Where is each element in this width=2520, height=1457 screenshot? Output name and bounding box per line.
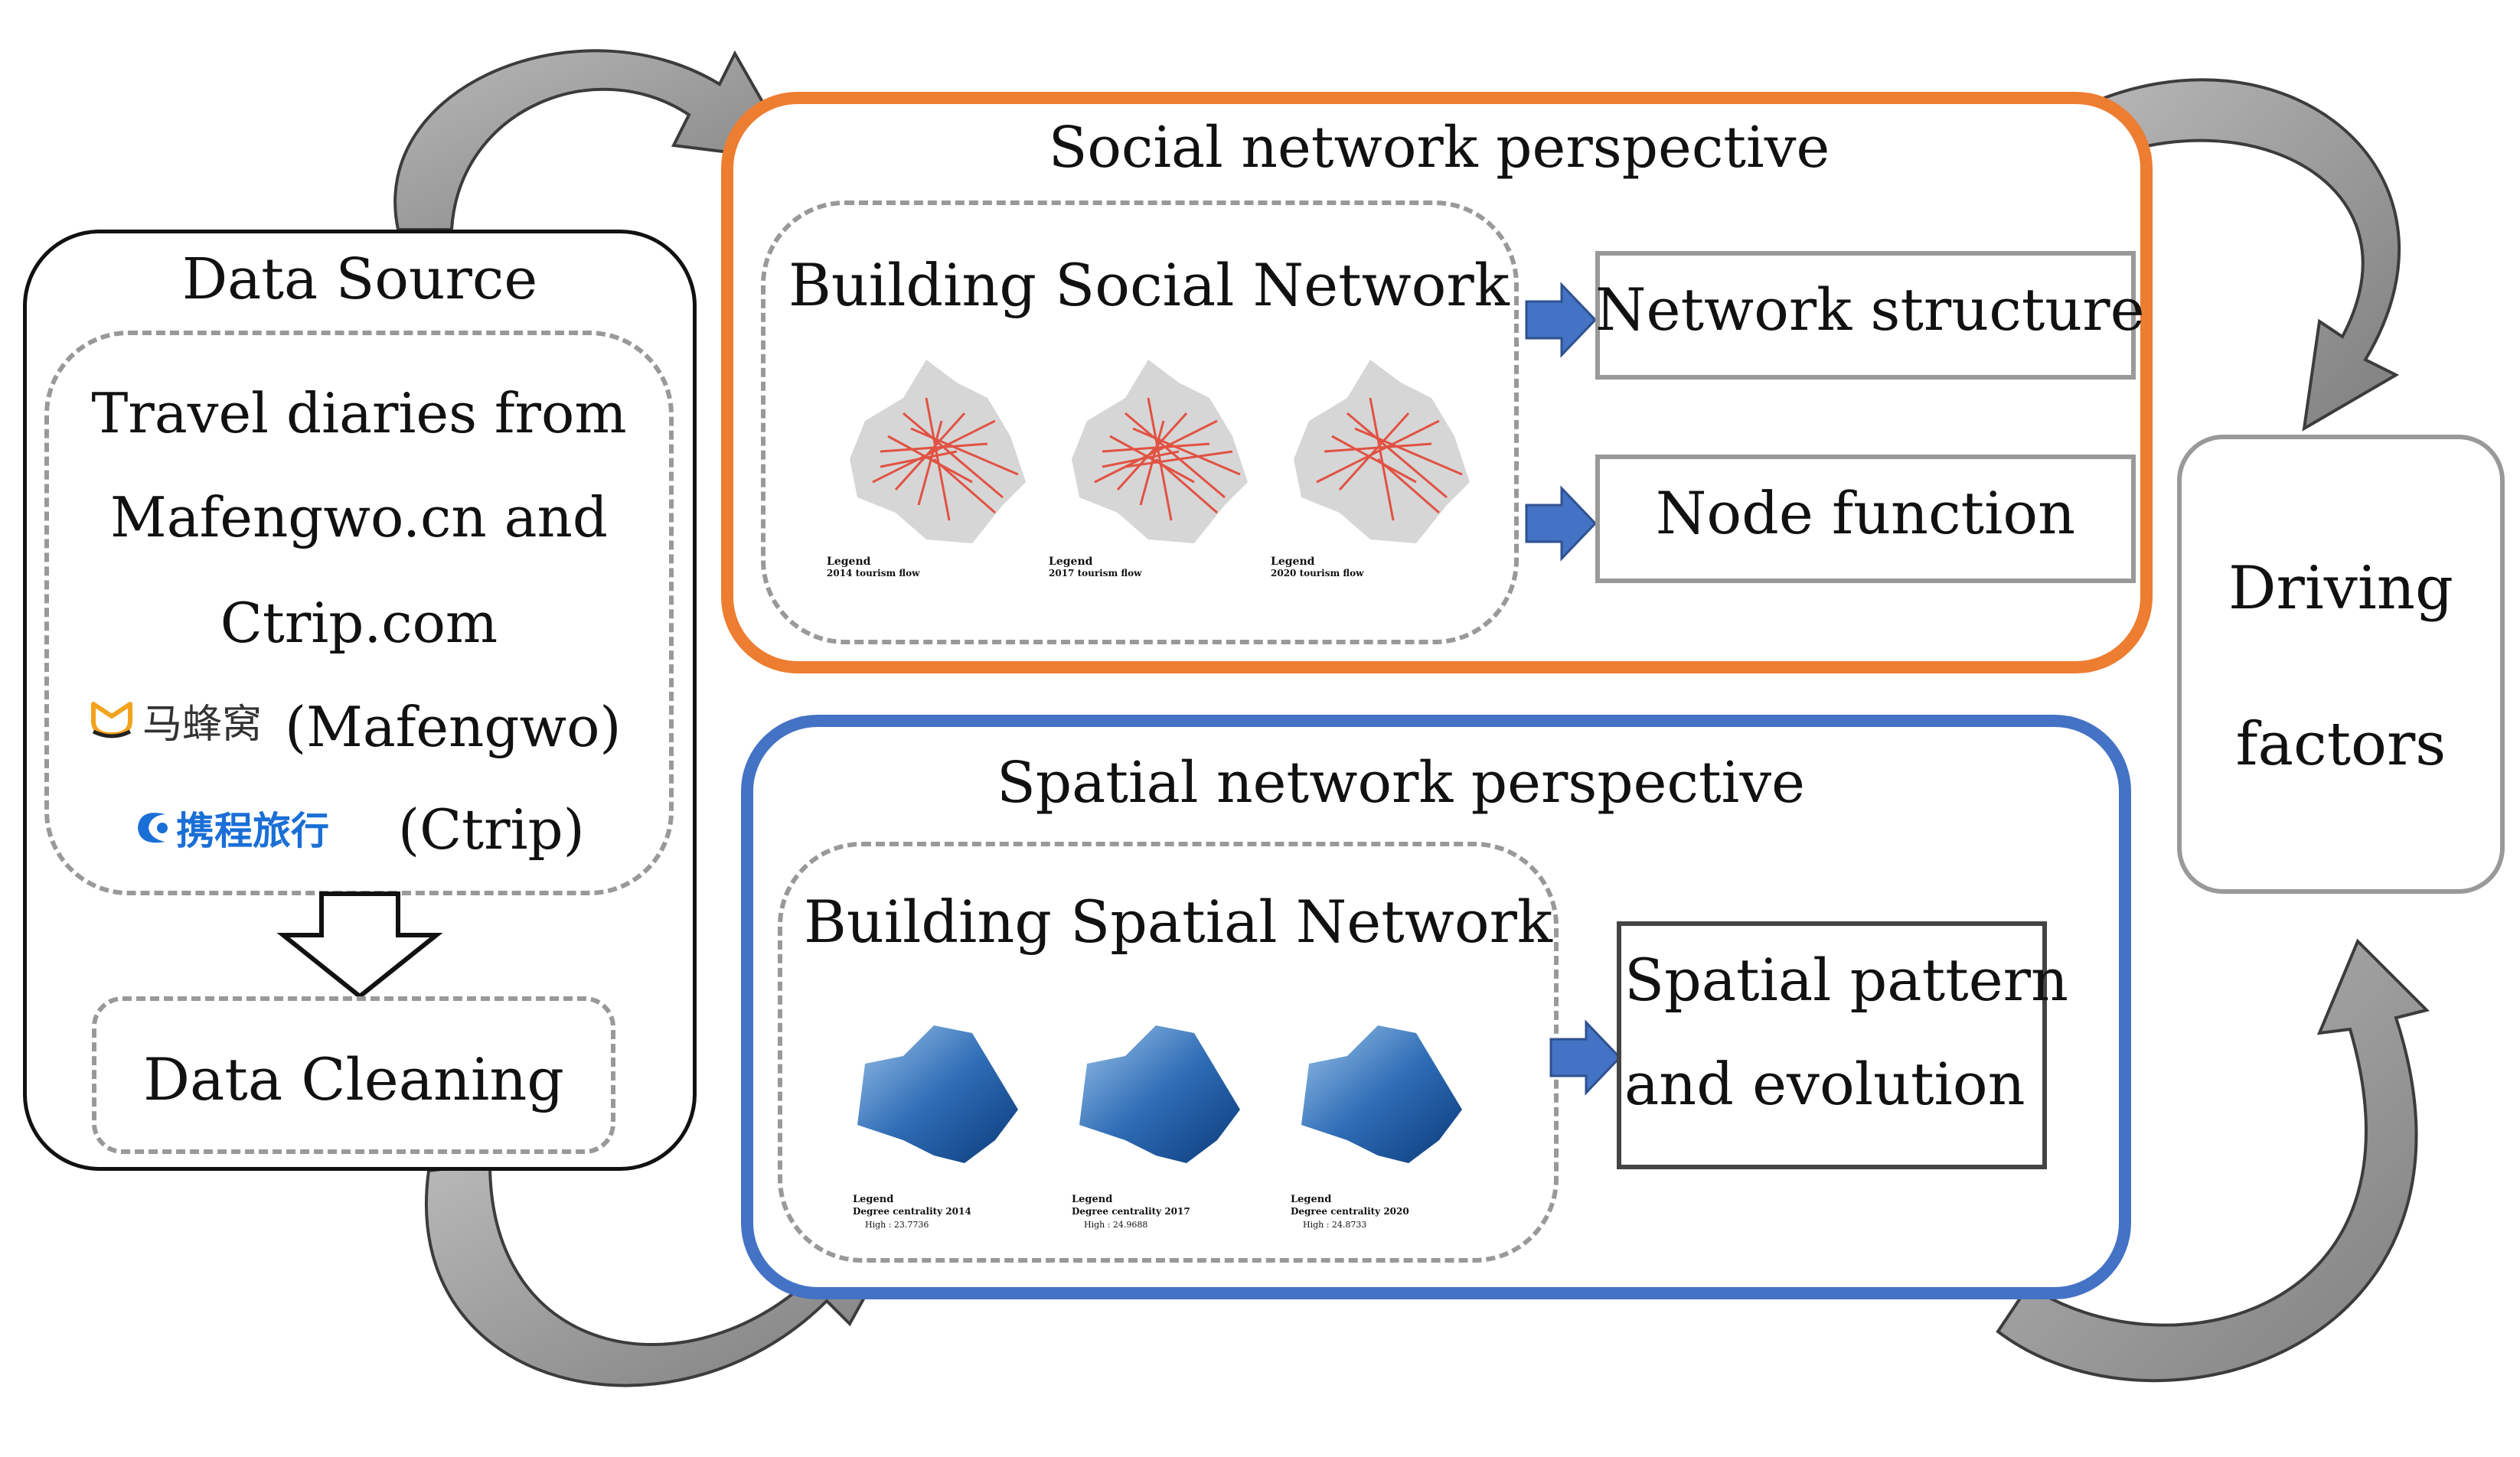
spatial-pattern-box (1617, 921, 2047, 1169)
spatial-map-2020 (1301, 1025, 1462, 1163)
data-source-line-1: Travel diaries from (91, 381, 627, 445)
spatial-map-legend-title-3: Legend (1291, 1194, 1332, 1205)
spatial-network-title: Spatial network perspective (997, 750, 1805, 816)
social-map-2017 (1072, 360, 1248, 543)
mafengwo-cn-label: 马蜂窝 (142, 702, 263, 748)
data-cleaning-label: Data Cleaning (143, 1045, 564, 1113)
curved-arrow-spatial-to-driving (1996, 938, 2430, 1383)
spatial-map-legend-title-2: Legend (1072, 1194, 1113, 1205)
spatial-map-2014 (857, 1025, 1018, 1163)
down-arrow-icon (276, 891, 443, 999)
social-network-maps (850, 360, 1470, 543)
spatial-arrow-icon (1549, 1019, 1622, 1096)
spatial-building-label: Building Spatial Network (804, 888, 1552, 956)
spatial-pattern-line-2: and evolution (1624, 1050, 2025, 1118)
data-source-line-3: Ctrip.com (220, 591, 498, 655)
social-building-dashed-group (761, 200, 1519, 644)
network-structure-label: Network structure (1595, 275, 2145, 344)
spatial-map-2017 (1079, 1025, 1240, 1163)
curved-arrow-source-to-social (393, 49, 799, 231)
network-structure-box (1595, 251, 2136, 380)
spatial-map-legend-high-3: High : 24.8733 (1303, 1220, 1367, 1230)
spatial-map-legend-sub-1: Degree centrality 2014 (853, 1206, 971, 1217)
spatial-map-legend-sub-2: Degree centrality 2017 (1072, 1206, 1190, 1217)
driving-factors-box (2177, 435, 2505, 894)
spatial-map-legend-high-2: High : 24.9688 (1084, 1220, 1148, 1230)
data-cleaning-dashed-box (92, 996, 615, 1154)
social-map-2020 (1294, 360, 1470, 543)
social-map-legend-title-1: Legend (827, 556, 871, 568)
spatial-pattern-line-1: Spatial pattern (1624, 946, 2068, 1014)
data-source-title: Data Source (181, 246, 538, 312)
spatial-map-legend-title-1: Legend (853, 1194, 894, 1205)
data-source-line-2: Mafengwo.cn and (110, 485, 608, 549)
spatial-network-maps (857, 1025, 1462, 1163)
social-map-legend-sub-2: 2017 tourism flow (1049, 568, 1142, 579)
social-map-legend-sub-3: 2020 tourism flow (1271, 568, 1364, 579)
social-arrow-1-icon (1525, 282, 1598, 358)
driving-factors-line-1: Driving (2228, 554, 2453, 623)
ctrip-cn-label: 携程旅行 (176, 809, 329, 853)
node-function-label: Node function (1655, 479, 2076, 547)
social-map-legend-title-2: Legend (1049, 556, 1093, 568)
spatial-map-legend-sub-3: Degree centrality 2020 (1291, 1206, 1409, 1217)
spatial-map-legend-high-1: High : 23.7736 (865, 1220, 929, 1230)
curved-arrow-social-to-driving (2079, 78, 2401, 432)
social-map-legend-sub-1: 2014 tourism flow (827, 568, 920, 579)
data-source-box (23, 230, 697, 1171)
curved-arrow-source-to-spatial (425, 1161, 891, 1387)
node-function-box (1595, 455, 2136, 583)
social-arrow-2-icon (1525, 485, 1598, 562)
social-map-2014 (850, 360, 1026, 543)
social-network-title: Social network perspective (1048, 115, 1830, 181)
social-map-legend-title-3: Legend (1271, 556, 1315, 568)
driving-factors-line-2: factors (2235, 710, 2447, 779)
ctrip-logo-icon (138, 813, 168, 843)
ctrip-en-label: (Ctrip) (398, 797, 585, 862)
social-building-label: Building Social Network (788, 251, 1510, 319)
mafengwo-logo-icon (91, 702, 132, 738)
mafengwo-en-label: (Mafengwo) (285, 695, 622, 759)
